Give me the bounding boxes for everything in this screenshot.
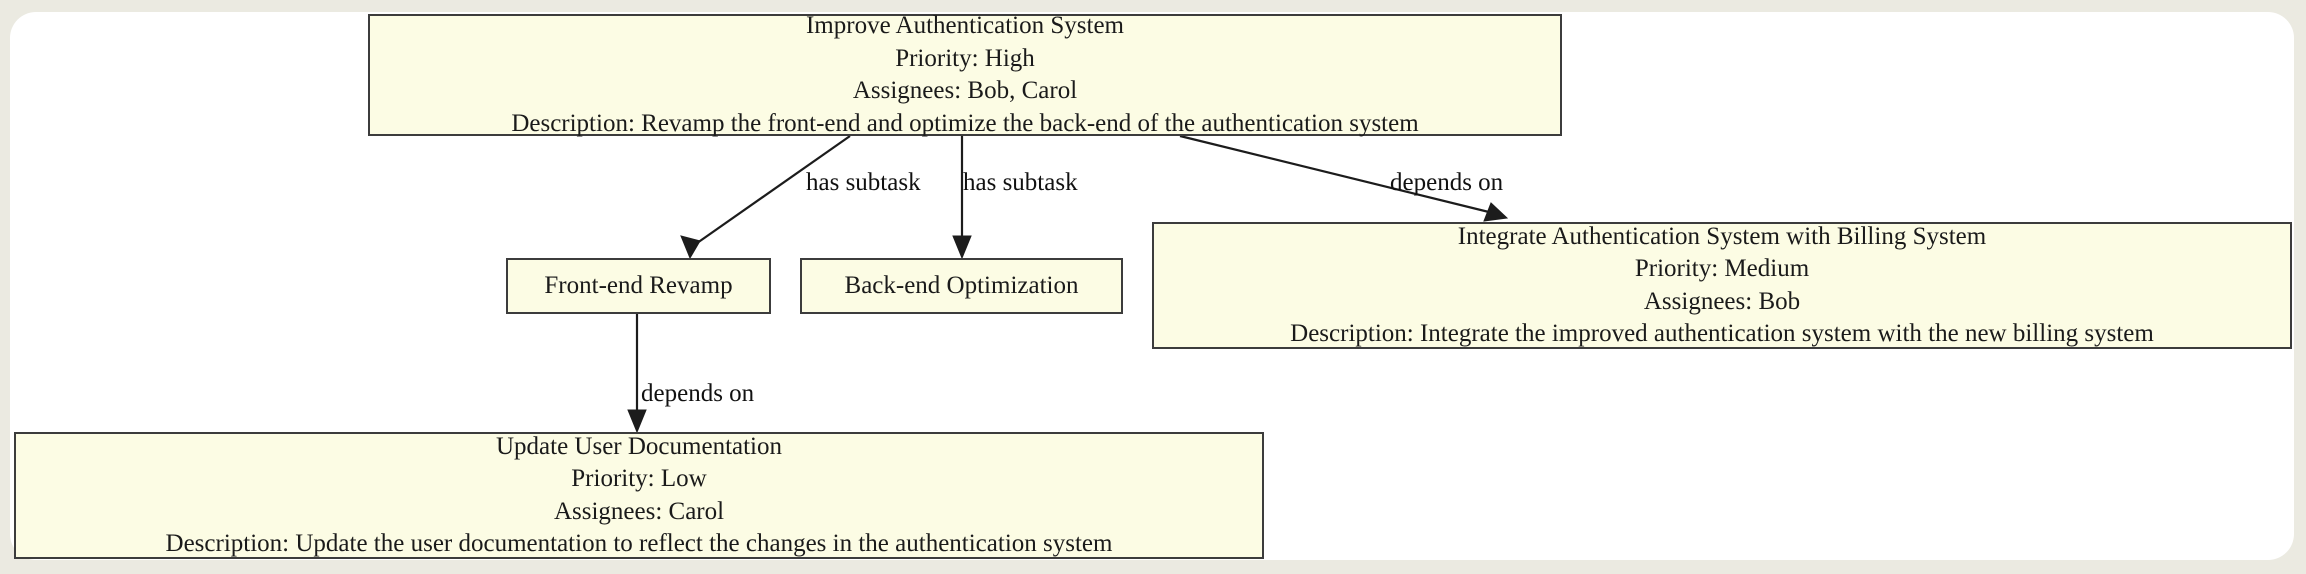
edge-improve-to-integrate: [1179, 134, 1509, 222]
edge-label-depends-on-docs: depends on: [641, 380, 755, 407]
edge-frontend-to-docs: [627, 314, 647, 434]
node-priority: Priority: High: [895, 44, 1035, 72]
node-integrate-authentication-system-with-billing-system[interactable]: Integrate Authentication System with Bil…: [1152, 222, 2292, 349]
node-title: Integrate Authentication System with Bil…: [1457, 222, 1987, 250]
node-improve-authentication-system[interactable]: Improve Authentication System Priority: …: [368, 12, 1562, 137]
node-priority: Priority: Low: [571, 465, 707, 492]
node-title: Improve Authentication System: [805, 12, 1124, 39]
edge-label-has-subtask-frontend: has subtask: [806, 169, 921, 196]
edge-label-has-subtask-backend: has subtask: [963, 169, 1078, 196]
node-assignees: Assignees: Bob, Carol: [852, 77, 1078, 104]
node-description: Description: Update the user documentati…: [165, 530, 1113, 557]
node-title: Update User Documentation: [495, 432, 783, 460]
edge-improve-to-backend: [952, 136, 972, 260]
node-priority: Priority: Medium: [1634, 255, 1810, 282]
edge-label-depends-on-integrate: depends on: [1390, 169, 1504, 196]
node-assignees: Assignees: Carol: [553, 497, 725, 525]
node-title: Front-end Revamp: [544, 271, 733, 299]
node-update-user-documentation[interactable]: Update User Documentation Priority: Low …: [14, 432, 1264, 559]
node-front-end-revamp[interactable]: Front-end Revamp: [506, 258, 771, 314]
node-assignees: Assignees: Bob: [1643, 287, 1801, 315]
node-description: Description: Revamp the front-end and op…: [511, 109, 1419, 137]
node-description: Description: Integrate the improved auth…: [1290, 320, 2154, 347]
node-title: Back-end Optimization: [844, 271, 1079, 299]
edge-improve-to-frontend: [680, 135, 851, 260]
node-back-end-optimization[interactable]: Back-end Optimization: [800, 258, 1123, 314]
